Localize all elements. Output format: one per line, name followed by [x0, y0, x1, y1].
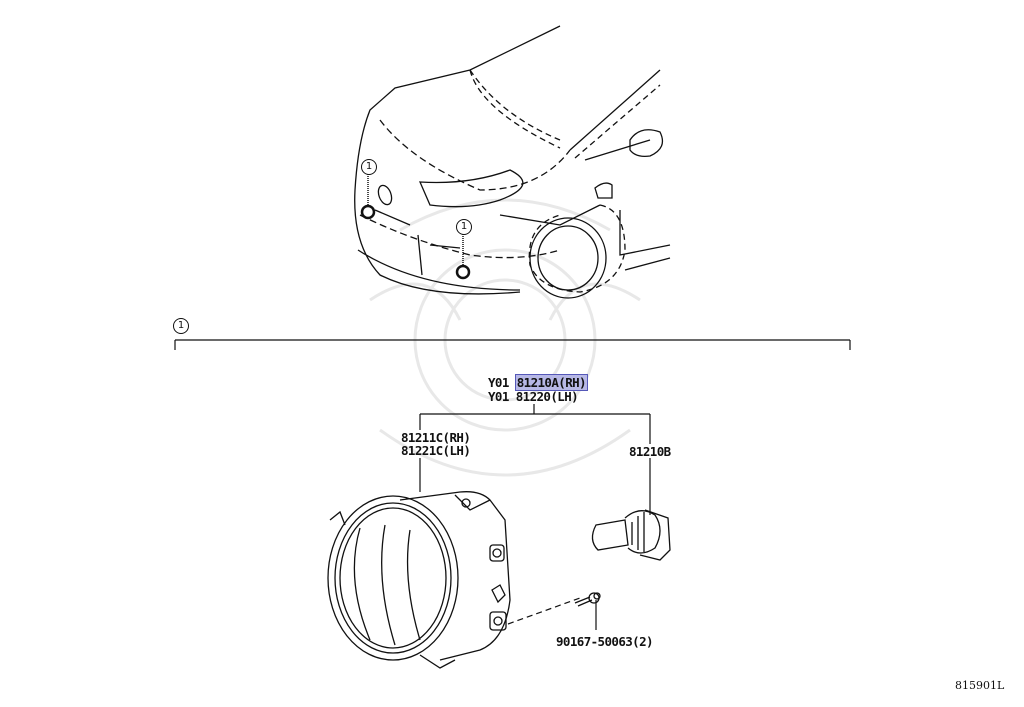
vehicle-callout-markers: [360, 174, 471, 280]
callout-1-marker-left[interactable]: 1: [361, 159, 377, 175]
assembly-part-rh-highlighted[interactable]: 81210A(RH): [514, 374, 588, 391]
part-label-bulb[interactable]: 81210B: [629, 444, 671, 459]
assembly-bracket: [174, 339, 851, 350]
watermark-emblem: [369, 198, 641, 477]
assembly-label-lh[interactable]: Y01 81220(LH): [488, 389, 579, 404]
illustration-code: 815901L: [955, 679, 1005, 692]
assembly-prefix-lh: Y01: [488, 389, 509, 404]
fog-lamp-illustration: [327, 491, 511, 669]
assembly-prefix-rh: Y01: [488, 375, 509, 390]
part-label-lens-rh[interactable]: 81211C(RH): [401, 430, 471, 445]
assembly-label-rh[interactable]: Y01 81210A(RH): [488, 374, 588, 391]
assembly-part-lh[interactable]: 81220(LH): [515, 389, 579, 404]
part-label-lens-lh[interactable]: 81221C(LH): [401, 443, 471, 458]
screw-illustration: [574, 592, 601, 607]
callout-1-marker-right[interactable]: 1: [456, 219, 472, 235]
callout-1-section-marker[interactable]: 1: [173, 318, 189, 334]
vehicle-front-illustration: [354, 25, 671, 299]
bulb-illustration: [591, 509, 671, 561]
part-tree-lines: [419, 404, 651, 630]
part-label-screw[interactable]: 90167-50063(2): [556, 634, 654, 649]
